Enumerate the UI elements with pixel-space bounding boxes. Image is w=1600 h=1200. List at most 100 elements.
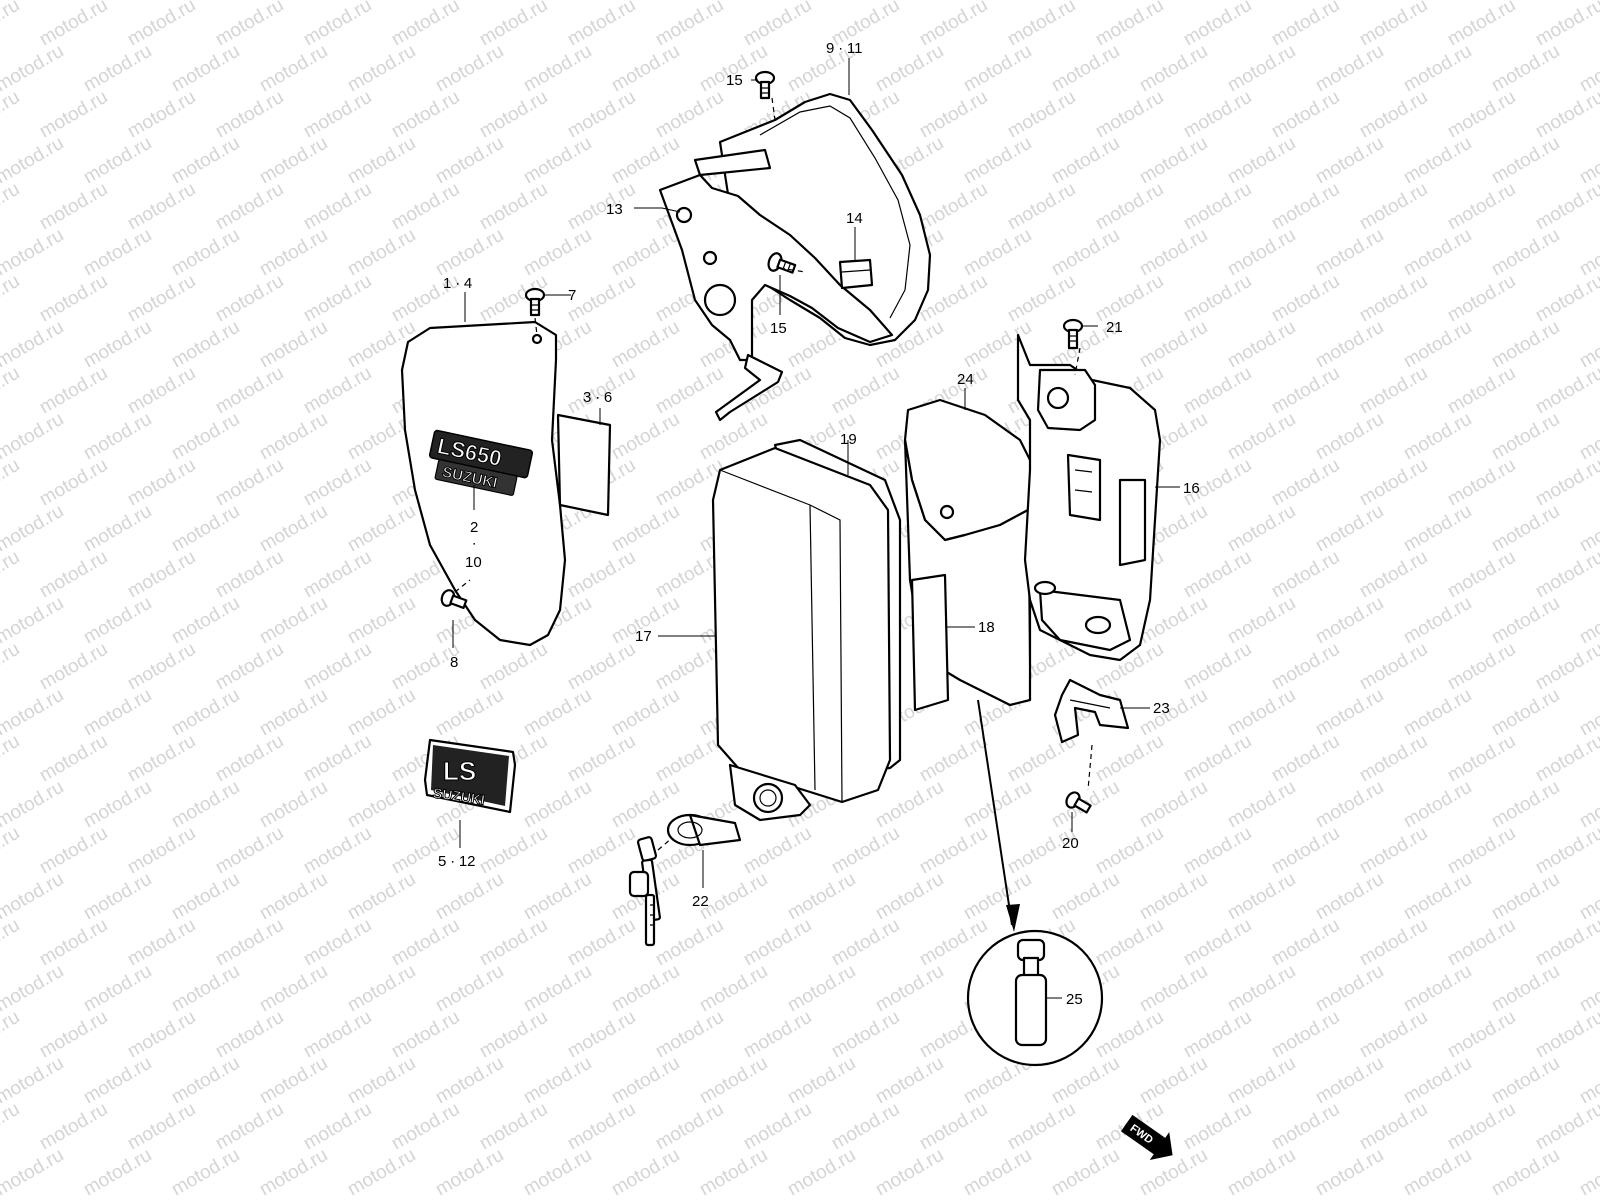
callout-14: 14 (846, 210, 863, 227)
watermark-text: motod.ru (80, 501, 155, 557)
watermark-text: motod.ru (300, 639, 375, 695)
inner-panel-24[interactable] (903, 398, 1037, 712)
screw-20[interactable] (1064, 790, 1093, 816)
watermark-text: motod.ru (476, 179, 551, 235)
watermark-text: motod.ru (0, 87, 23, 143)
watermark-text: motod.ru (0, 179, 23, 235)
screw-15-top[interactable] (754, 70, 776, 100)
watermark-text: motod.ru (1488, 593, 1563, 649)
watermark-text: motod.ru (0, 455, 23, 511)
watermark-text: motod.ru (256, 685, 331, 741)
watermark-text: motod.ru (344, 961, 419, 1017)
watermark-text: motod.ru (1356, 639, 1431, 695)
watermark-text: motod.ru (1576, 0, 1600, 4)
watermark-text: motod.ru (1356, 363, 1431, 419)
watermark-text: motod.ru (872, 1145, 947, 1200)
watermark-text: motod.ru (1268, 639, 1343, 695)
callout-20: 20 (1062, 835, 1079, 852)
watermark-text: motod.ru (608, 685, 683, 741)
detail-25[interactable] (966, 699, 1104, 1067)
watermark-text: motod.ru (0, 1145, 67, 1200)
watermark-text: motod.ru (608, 225, 683, 281)
watermark-text: motod.ru (1356, 0, 1431, 50)
watermark-text: motod.ru (1092, 731, 1167, 787)
watermark-text: motod.ru (1180, 87, 1255, 143)
lock-set-22[interactable] (628, 813, 742, 947)
watermark-text: motod.ru (1400, 409, 1475, 465)
watermark-text: motod.ru (564, 87, 639, 143)
watermark-text: motod.ru (0, 547, 23, 603)
watermark-text: motod.ru (828, 1099, 903, 1155)
watermark-text: motod.ru (1268, 455, 1343, 511)
watermark-text: motod.ru (168, 777, 243, 833)
watermark-text: motod.ru (1048, 1145, 1123, 1200)
watermark-text: motod.ru (1444, 0, 1519, 50)
watermark-text: motod.ru (212, 639, 287, 695)
watermark-text: motod.ru (1004, 179, 1079, 235)
watermark-text: motod.ru (608, 961, 683, 1017)
watermark-text: motod.ru (564, 547, 639, 603)
frame-bracket-16[interactable] (1016, 333, 1162, 662)
watermark-text: motod.ru (1312, 685, 1387, 741)
watermark-text: motod.ru (1180, 271, 1255, 327)
watermark-text: motod.ru (1356, 915, 1431, 971)
watermark-text: motod.ru (168, 593, 243, 649)
left-side-cover[interactable]: LS650 SUZUKI (400, 320, 612, 647)
watermark-text: motod.ru (608, 317, 683, 373)
watermark-text: motod.ru (476, 1099, 551, 1155)
watermark-text: motod.ru (300, 271, 375, 327)
screw-8[interactable] (440, 588, 468, 611)
watermark-text: motod.ru (168, 869, 243, 925)
watermark-text: motod.ru (1268, 363, 1343, 419)
watermark-text: motod.ru (80, 225, 155, 281)
watermark-text: motod.ru (1356, 823, 1431, 879)
watermark-text: motod.ru (124, 0, 199, 50)
watermark-text: motod.ru (564, 915, 639, 971)
watermark-text: motod.ru (0, 1099, 23, 1155)
watermark-text: motod.ru (1400, 685, 1475, 741)
clip-23[interactable] (1053, 678, 1130, 744)
watermark-text: motod.ru (828, 363, 903, 419)
watermark-text: motod.ru (300, 1099, 375, 1155)
watermark-text: motod.ru (740, 1007, 815, 1063)
watermark-text: motod.ru (1224, 225, 1299, 281)
watermark-text: motod.ru (1444, 547, 1519, 603)
watermark-text: motod.ru (960, 1145, 1035, 1200)
callout-8: 8 (450, 654, 458, 671)
callout-22: 22 (692, 893, 709, 910)
watermark-text: motod.ru (1136, 961, 1211, 1017)
watermark-text: motod.ru (388, 915, 463, 971)
tool-box[interactable] (711, 438, 902, 822)
watermark-text: motod.ru (1356, 731, 1431, 787)
watermark-text: motod.ru (1532, 179, 1600, 235)
small-emblem[interactable]: LS SUZUKI (423, 738, 517, 814)
watermark-text: motod.ru (1092, 87, 1167, 143)
watermark-text: motod.ru (784, 1145, 859, 1200)
upper-cover-assembly[interactable] (658, 92, 932, 422)
watermark-text: motod.ru (1224, 41, 1299, 97)
watermark-text: motod.ru (36, 639, 111, 695)
watermark-text: motod.ru (256, 777, 331, 833)
watermark-text: motod.ru (1532, 271, 1600, 327)
watermark-text: motod.ru (784, 1053, 859, 1109)
watermark-text: motod.ru (344, 225, 419, 281)
watermark-text: motod.ru (1488, 1145, 1563, 1200)
callout-7: 7 (568, 287, 576, 304)
watermark-text: motod.ru (168, 133, 243, 189)
watermark-text: motod.ru (520, 133, 595, 189)
watermark-text: motod.ru (1400, 869, 1475, 925)
watermark-text: motod.ru (1312, 961, 1387, 1017)
watermark-text: motod.ru (256, 501, 331, 557)
watermark-text: motod.ru (1224, 1053, 1299, 1109)
watermark-text: motod.ru (1488, 869, 1563, 925)
watermark-text: motod.ru (872, 869, 947, 925)
watermark-text: motod.ru (608, 409, 683, 465)
watermark-text: motod.ru (740, 823, 815, 879)
leader-lines (452, 58, 1180, 999)
watermark-text: motod.ru (564, 179, 639, 235)
watermark-text: motod.ru (608, 41, 683, 97)
screw-7[interactable] (524, 287, 546, 317)
watermark-text: motod.ru (432, 869, 507, 925)
watermark-text: motod.ru (1444, 87, 1519, 143)
watermark-text: motod.ru (1268, 731, 1343, 787)
